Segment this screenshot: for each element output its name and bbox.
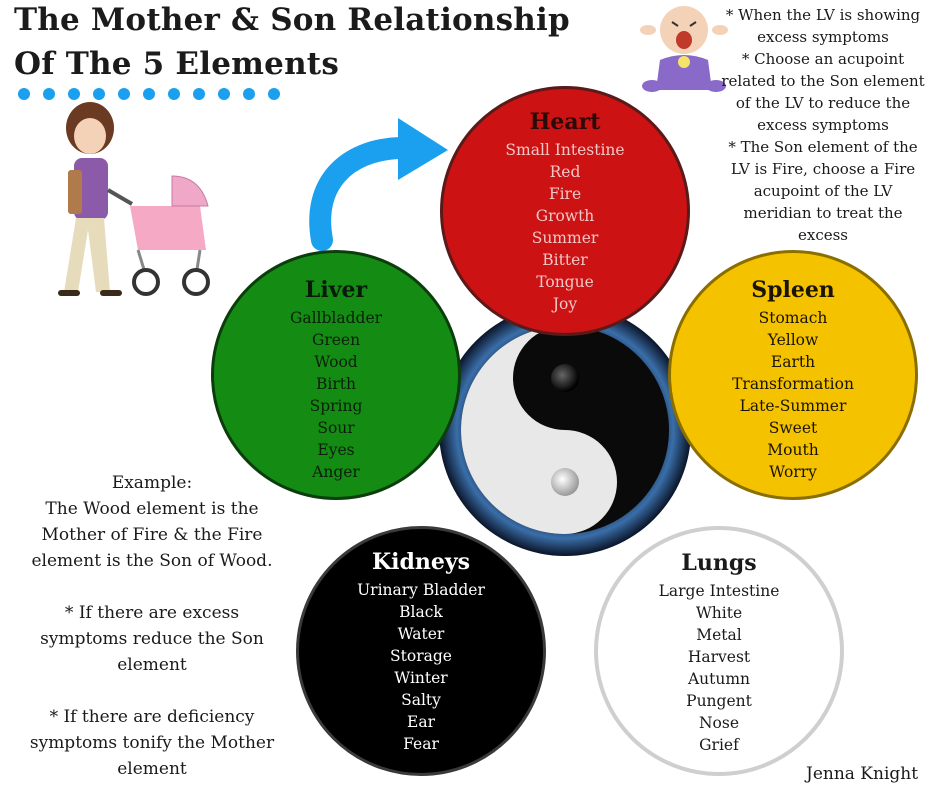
element-attribute: Sweet	[768, 419, 818, 437]
page-title-line-1: The Mother & Son Relationship	[14, 2, 570, 38]
element-attribute: Sour	[317, 419, 355, 437]
divider-dot	[118, 88, 130, 100]
element-attribute: Spring	[309, 397, 363, 415]
yin-yang-icon	[439, 304, 691, 556]
author-credit: Jenna Knight	[806, 764, 919, 784]
element-attribute: Pungent	[686, 692, 752, 710]
element-attribute: Yellow	[767, 331, 819, 349]
divider-dot	[243, 88, 255, 100]
element-attribute: Eyes	[317, 441, 355, 459]
element-attribute: Fire	[548, 185, 582, 203]
element-attributes: Urinary Bladder Black Water Storage Wint…	[299, 579, 543, 755]
element-attribute: Growth	[535, 207, 595, 225]
excess-symptoms-note: * When the LV is showing excess symptoms…	[721, 6, 925, 244]
element-attribute: Anger	[312, 463, 360, 481]
mother-with-stroller-illustration	[58, 102, 210, 296]
element-attribute: Fear	[403, 735, 439, 753]
element-attributes: Small Intestine Red Fire Growth Summer B…	[443, 139, 687, 315]
element-attribute: Winter	[394, 669, 448, 687]
element-attribute: Red	[549, 163, 581, 181]
element-circle-heart: Heart Small Intestine Red Fire Growth Su…	[440, 86, 690, 336]
element-attribute: Storage	[390, 647, 452, 665]
crying-baby-illustration	[640, 6, 728, 92]
element-attribute: Harvest	[687, 648, 751, 666]
element-attribute: Transformation	[732, 375, 854, 393]
element-attribute: Metal	[696, 626, 742, 644]
element-attribute: Grief	[699, 736, 739, 754]
divider-dot	[68, 88, 80, 100]
element-attribute: Salty	[401, 691, 441, 709]
element-name: Kidneys	[371, 549, 471, 575]
divider-dot	[43, 88, 55, 100]
element-attribute: Earth	[770, 353, 816, 371]
element-attribute: Black	[399, 603, 443, 621]
divider-dot	[143, 88, 155, 100]
element-name: Liver	[304, 277, 368, 303]
page-title-line-2: Of The 5 Elements	[14, 46, 339, 82]
element-name: Lungs	[681, 550, 757, 576]
element-attribute: Green	[311, 331, 361, 349]
dotted-divider	[18, 88, 280, 100]
element-circle-liver: Liver Gallbladder Green Wood Birth Sprin…	[211, 250, 461, 500]
divider-dot	[193, 88, 205, 100]
element-attribute: Nose	[698, 714, 740, 732]
element-attribute: Urinary Bladder	[357, 581, 485, 599]
element-attribute: Joy	[552, 295, 578, 313]
divider-dot	[93, 88, 105, 100]
curved-arrow-icon	[309, 118, 448, 251]
divider-dot	[218, 88, 230, 100]
element-attributes: Stomach Yellow Earth Transformation Late…	[671, 307, 915, 483]
element-attribute: Gallbladder	[289, 309, 383, 327]
element-attribute: Large Intestine	[658, 582, 780, 600]
element-attribute: Bitter	[542, 251, 588, 269]
element-name: Spleen	[751, 277, 835, 303]
element-attribute: Wood	[314, 353, 358, 371]
divider-dot	[18, 88, 30, 100]
element-attribute: Worry	[769, 463, 817, 481]
element-attribute: Stomach	[758, 309, 828, 327]
divider-dot	[268, 88, 280, 100]
element-attribute: Autumn	[687, 670, 751, 688]
element-attribute: Small Intestine	[505, 141, 625, 159]
element-attribute: Summer	[531, 229, 599, 247]
element-circle-kidneys: Kidneys Urinary Bladder Black Water Stor…	[296, 526, 546, 776]
example-note: Example: The Wood element is the Mother …	[29, 473, 275, 779]
element-circle-spleen: Spleen Stomach Yellow Earth Transformati…	[668, 250, 918, 500]
element-attribute: Tongue	[536, 273, 594, 291]
element-name: Heart	[529, 109, 601, 135]
divider-dot	[168, 88, 180, 100]
element-attribute: Water	[397, 625, 445, 643]
element-attribute: Mouth	[767, 441, 819, 459]
element-attribute: White	[695, 604, 743, 622]
element-attribute: Birth	[316, 375, 356, 393]
element-attributes: Gallbladder Green Wood Birth Spring Sour…	[214, 307, 458, 483]
element-attribute: Ear	[407, 713, 435, 731]
element-attributes: Large Intestine White Metal Harvest Autu…	[598, 580, 840, 756]
element-circle-lungs: Lungs Large Intestine White Metal Harves…	[594, 526, 844, 776]
element-attribute: Late-Summer	[739, 397, 847, 415]
